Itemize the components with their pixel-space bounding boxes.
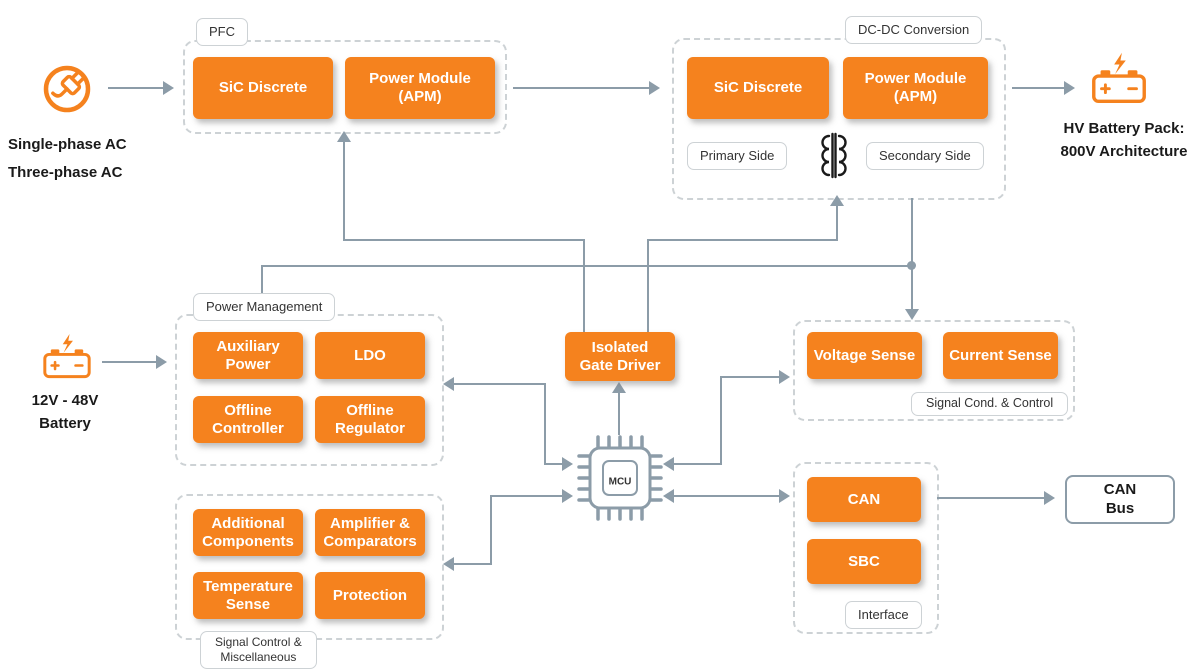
block-dcdc-sic-discrete[interactable]: SiC Discrete	[687, 57, 829, 119]
block-temperature-sense[interactable]: Temperature Sense	[193, 572, 303, 619]
connector-gate-to-pfc	[583, 239, 585, 332]
connector-mcu-signal-cond	[720, 376, 784, 378]
mcu-chip-icon: MCU	[577, 435, 663, 521]
connector-gate-to-dcdc	[647, 239, 838, 241]
primary-side-tag: Primary Side	[687, 142, 788, 171]
transformer-icon	[821, 132, 847, 179]
lv-battery-label: 12V - 48V Battery	[31, 392, 99, 432]
hv-battery-label: HV Battery Pack: 800V Architecture	[1060, 120, 1188, 160]
connector-mcu-pm	[454, 383, 546, 385]
arrowhead-gate-to-dcdc	[830, 195, 844, 206]
arrowhead-ac-to-pfc	[163, 81, 174, 95]
arrowhead-mcu-pm	[443, 377, 454, 391]
connector-dcdc-to-pm	[261, 265, 913, 267]
lv-battery-icon	[43, 333, 91, 379]
block-pfc-sic-discrete[interactable]: SiC Discrete	[193, 57, 333, 119]
connector-ac-to-pfc	[108, 87, 166, 89]
interface-tag: Interface	[845, 601, 922, 630]
arrowhead-gate-to-pfc	[337, 131, 351, 142]
block-dcdc-power-module[interactable]: Power Module (APM)	[843, 57, 988, 119]
block-can[interactable]: CAN	[807, 477, 921, 522]
connector-mcu-signal-cond	[720, 376, 722, 465]
three-phase-ac-label: Three-phase AC	[8, 164, 123, 181]
power-management-tag: Power Management	[193, 293, 336, 322]
block-protection[interactable]: Protection	[315, 572, 425, 619]
connector-dcdc-to-hv-battery	[1012, 87, 1067, 89]
arrowhead-pfc-to-dcdc	[649, 81, 660, 95]
single-phase-ac-label: Single-phase AC	[8, 136, 127, 153]
arrowhead-lv-battery-to-pm	[156, 355, 167, 369]
arrowhead-pm-mcu	[562, 457, 573, 471]
connector-gate-to-dcdc	[647, 239, 649, 332]
block-additional-components[interactable]: Additional Components	[193, 509, 303, 556]
connector-gate-to-dcdc	[836, 204, 838, 241]
block-current-sense[interactable]: Current Sense	[943, 332, 1058, 379]
secondary-side-tag: Secondary Side	[866, 142, 984, 171]
arrowhead-mcu-to-gate	[612, 382, 626, 393]
connector-mcu-signal-control	[454, 563, 492, 565]
block-sbc[interactable]: SBC	[807, 539, 921, 584]
arrowhead-signal-control-mcu	[562, 489, 573, 503]
connector-dcdc-to-signal-cond	[911, 198, 913, 310]
connector-mcu-to-gate	[618, 391, 620, 435]
arrowhead-mcu-signal-control	[443, 557, 454, 571]
pfc-tag: PFC	[196, 18, 248, 47]
connector-mcu-signal-control	[490, 495, 492, 565]
block-voltage-sense[interactable]: Voltage Sense	[807, 332, 922, 379]
arrowhead-can-to-can-bus	[1044, 491, 1055, 505]
signal-cond-group	[793, 320, 1075, 421]
arrowhead-signal-cond-mcu	[663, 457, 674, 471]
connector-mcu-signal-control	[490, 495, 564, 497]
block-offline-regulator[interactable]: Offline Regulator	[315, 396, 425, 443]
mcu-label: MCU	[609, 477, 632, 488]
connector-gate-to-pfc	[343, 239, 585, 241]
interface-group	[793, 462, 939, 634]
connector-can-to-can-bus	[937, 497, 1047, 499]
connector-mcu-pm	[544, 463, 564, 465]
connector-mcu-pm	[544, 383, 546, 465]
arrowhead-mcu-signal-cond	[779, 370, 790, 384]
connector-lv-battery-to-pm	[102, 361, 159, 363]
connector-dcdc-to-pm	[261, 265, 263, 294]
block-pfc-power-module[interactable]: Power Module (APM)	[345, 57, 495, 119]
arrowhead-dcdc-to-hv-battery	[1064, 81, 1075, 95]
ac-plug-icon	[43, 65, 91, 113]
block-offline-controller[interactable]: Offline Controller	[193, 396, 303, 443]
dcdc-tag: DC-DC Conversion	[845, 16, 983, 45]
signal-control-tag: Signal Control & Miscellaneous	[200, 631, 317, 669]
block-isolated-gate-driver[interactable]: Isolated Gate Driver	[565, 332, 675, 381]
connector-pfc-to-dcdc	[513, 87, 652, 89]
block-amplifier-comparators[interactable]: Amplifier & Comparators	[315, 509, 425, 556]
arrowhead-interface-mcu	[663, 489, 674, 503]
arrowhead-mcu-interface	[779, 489, 790, 503]
hv-battery-icon	[1092, 52, 1146, 104]
block-ldo[interactable]: LDO	[315, 332, 425, 379]
connector-mcu-signal-cond	[674, 463, 722, 465]
connector-mcu-interface	[674, 495, 781, 497]
connector-gate-to-pfc	[343, 140, 345, 241]
signal-cond-tag: Signal Cond. & Control	[911, 392, 1069, 416]
arrowhead-dcdc-to-signal-cond	[905, 309, 919, 320]
block-auxiliary-power[interactable]: Auxiliary Power	[193, 332, 303, 379]
can-bus-box: CAN Bus	[1065, 475, 1175, 524]
